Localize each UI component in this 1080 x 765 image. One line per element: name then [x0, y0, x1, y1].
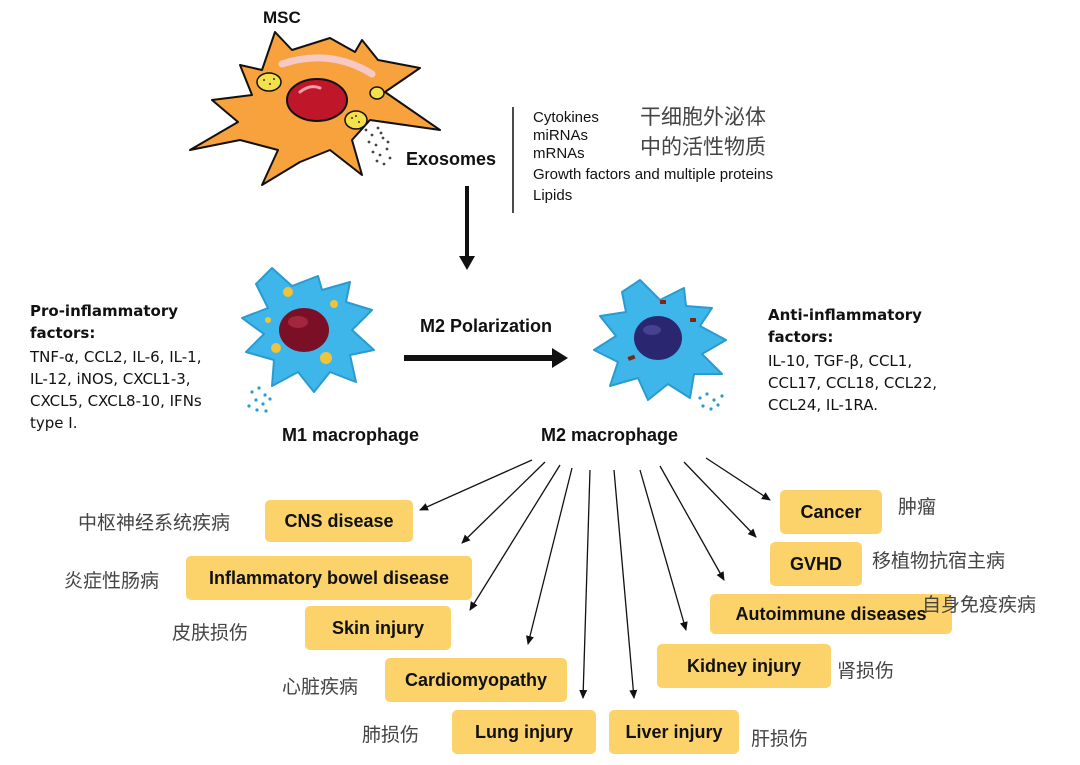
cn-label-cns: 中枢神经系统疾病: [78, 512, 231, 534]
box-inflammatory-bowel-disease: Inflammatory bowel disease: [186, 556, 472, 600]
cn-label-gvhd: 移植物抗宿主病: [872, 550, 1006, 572]
anti-line: CCL17, CCL18, CCL22,: [768, 374, 938, 392]
box-kidney-injury: Kidney injury: [657, 644, 831, 688]
anti-title: Anti-inflammatory: [768, 306, 922, 324]
m2-label: M2 macrophage: [541, 425, 679, 445]
box-skin-injury: Skin injury: [305, 606, 451, 650]
m1-macrophage: [241, 267, 375, 413]
cn-label-lung: 肺损伤: [362, 724, 420, 746]
component-item: Lipids: [533, 187, 573, 204]
msc-cell: [189, 31, 441, 186]
pro-line: type I.: [30, 414, 78, 432]
pro-line: CXCL5, CXCL8-10, IFNs: [30, 392, 202, 410]
arrow-lung: [579, 469, 591, 699]
component-item: Growth factors and multiple proteins: [533, 166, 774, 183]
cn-label-skin: 皮肤损伤: [172, 622, 249, 644]
pro-title: Pro-inflammatory: [30, 302, 179, 320]
arrow-kidney: [639, 469, 688, 631]
box-lung-injury: Lung injury: [452, 710, 596, 754]
m2-macrophage: [593, 279, 727, 411]
exosomes-label: Exosomes: [406, 149, 497, 169]
anti-line: IL-10, TGF-β, CCL1,: [768, 352, 913, 370]
disease-arrows: [419, 457, 771, 699]
cn-label-liver: 肝损伤: [751, 728, 809, 750]
msc-granule: [369, 86, 385, 100]
cn-label-autoimmune: 自身免疫疾病: [922, 594, 1037, 616]
box-gvhd: GVHD: [770, 542, 862, 586]
pro-line: TNF-α, CCL2, IL-6, IL-1,: [30, 348, 202, 366]
arrow-skin: [469, 464, 561, 611]
arrow-liver: [613, 469, 638, 699]
msc-label: MSC: [263, 8, 301, 27]
arrow-gvhd: [683, 461, 757, 538]
m1-label: M1 macrophage: [282, 425, 420, 445]
box-cardiomyopathy: Cardiomyopathy: [385, 658, 567, 702]
arrow-cardio: [526, 467, 573, 645]
component-item: mRNAs: [533, 145, 585, 162]
pro-line: IL-12, iNOS, CXCL1-3,: [30, 370, 191, 388]
arrow-ibd: [461, 461, 546, 544]
exosome-components: Cytokines miRNAs mRNAs Growth factors an…: [533, 107, 773, 206]
polarization-label: M2 Polarization: [420, 316, 553, 336]
exosome-note-line: 干细胞外泌体: [640, 105, 766, 129]
box-liver-injury: Liver injury: [609, 710, 739, 754]
cn-label-kidney: 肾损伤: [837, 660, 895, 682]
arrow-autoimmune: [659, 465, 725, 581]
exosome-note-line: 中的活性物质: [640, 135, 766, 159]
msc-granule: [344, 110, 368, 130]
component-item: miRNAs: [533, 127, 588, 144]
arrow-cancer: [705, 457, 771, 501]
exosome-dots: [364, 126, 392, 166]
arrow-cns: [419, 459, 533, 511]
pro-title: factors:: [30, 324, 96, 342]
msc-granule: [256, 72, 282, 92]
m1-nucleus: [279, 308, 329, 352]
cn-label-cardio: 心脏疾病: [282, 676, 359, 698]
exosome-note-cn: 干细胞外泌体 中的活性物质: [640, 102, 766, 162]
cn-label-cancer: 肿瘤: [898, 496, 937, 518]
box-cancer: Cancer: [780, 490, 882, 534]
box-cns-disease: CNS disease: [265, 500, 413, 542]
box-autoimmune-diseases: Autoimmune diseases: [710, 594, 952, 634]
anti-title: factors:: [768, 328, 834, 346]
component-item: Cytokines: [533, 109, 599, 126]
anti-inflammatory-factors: Anti-inflammatory factors: IL-10, TGF-β,…: [768, 304, 937, 416]
pro-inflammatory-factors: Pro-inflammatory factors: TNF-α, CCL2, I…: [30, 300, 202, 434]
cn-label-ibd: 炎症性肠病: [64, 570, 160, 592]
anti-line: CCL24, IL-1RA.: [768, 396, 878, 414]
msc-nucleus: [286, 78, 348, 122]
m2-nucleus: [634, 316, 682, 360]
